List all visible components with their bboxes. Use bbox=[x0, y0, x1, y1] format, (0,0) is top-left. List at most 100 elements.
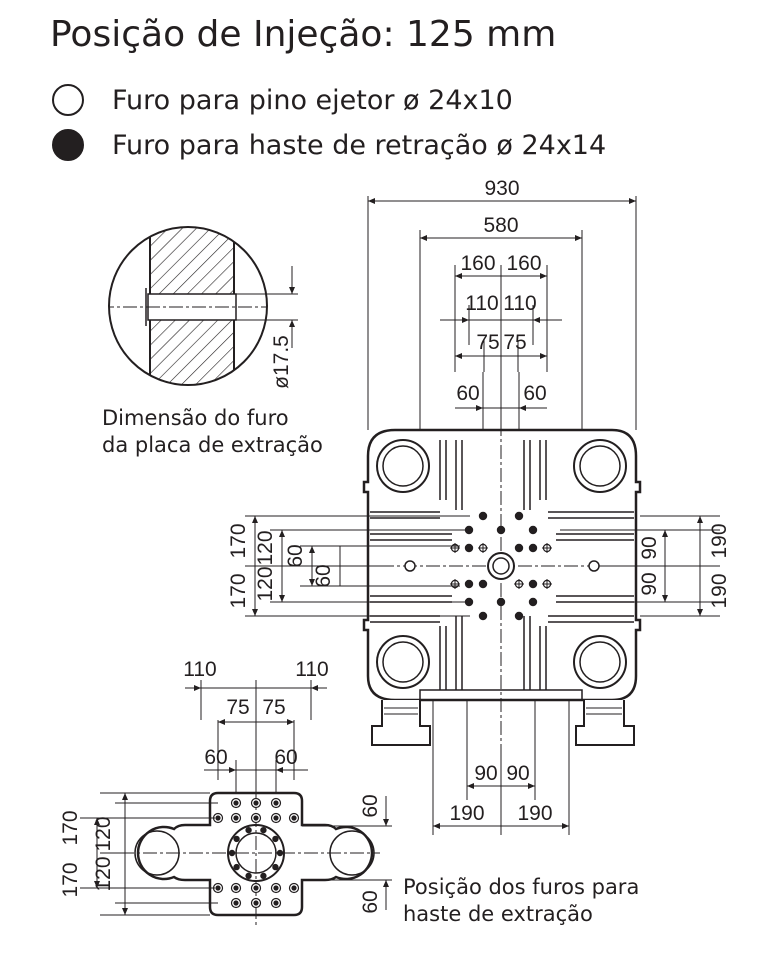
detail-dim-label: ø17.5 bbox=[270, 335, 293, 389]
dim-label-160: 160 bbox=[460, 252, 495, 275]
rod-hole-center bbox=[233, 885, 239, 891]
rod-hole-center bbox=[273, 815, 279, 821]
retraction-hole bbox=[464, 579, 474, 589]
small-plate bbox=[120, 790, 380, 925]
legend-item-retraction-rod: Furo para haste de retração ø 24x14 bbox=[52, 125, 606, 165]
dim-label-60: 60 bbox=[359, 890, 382, 913]
dim-label-75: 75 bbox=[503, 331, 526, 354]
small-hole-pattern bbox=[212, 797, 300, 909]
dim-label-110: 110 bbox=[183, 658, 216, 681]
dim-label-75: 75 bbox=[262, 696, 285, 719]
dim-label-75: 75 bbox=[226, 696, 249, 719]
dim-label-90: 90 bbox=[638, 536, 661, 559]
small-caption-line: haste de extração bbox=[403, 902, 593, 926]
dim-label-160: 160 bbox=[506, 252, 541, 275]
dim-label-170: 170 bbox=[59, 810, 82, 845]
dim-label-60: 60 bbox=[359, 794, 382, 817]
rod-hole-center bbox=[253, 800, 259, 806]
legend-label: Furo para pino ejetor ø 24x10 bbox=[112, 84, 513, 116]
rod-hole-center bbox=[253, 885, 259, 891]
detail-view: ø17.5 bbox=[108, 226, 298, 389]
detail-caption-line: Dimensão do furo bbox=[102, 406, 289, 430]
retraction-hole bbox=[464, 543, 474, 553]
rod-hole-center bbox=[291, 815, 297, 821]
rod-hole-center bbox=[273, 885, 279, 891]
dim-label-170: 170 bbox=[227, 523, 250, 558]
small-caption: Posição dos furos para haste de extração bbox=[403, 874, 639, 928]
rod-hole-center bbox=[253, 815, 259, 821]
page-title: Posição de Injeção: 125 mm bbox=[50, 14, 557, 55]
flange-bolt-hole bbox=[260, 872, 267, 880]
rod-hole-center bbox=[253, 900, 259, 906]
dim-label-90: 90 bbox=[638, 572, 661, 595]
dim-label-120: 120 bbox=[92, 856, 115, 891]
dim-label-60: 60 bbox=[312, 564, 335, 587]
dim-label-190: 190 bbox=[449, 802, 484, 825]
dim-label-120: 120 bbox=[254, 566, 277, 601]
rod-hole-center bbox=[233, 800, 239, 806]
hole-center-mark bbox=[514, 579, 524, 589]
detail-circle bbox=[108, 226, 268, 386]
detail-caption: Dimensão do furo da placa de extração bbox=[102, 405, 323, 459]
dim-label-60: 60 bbox=[274, 746, 297, 769]
flange-bolt-hole bbox=[233, 863, 240, 871]
retraction-hole bbox=[478, 611, 488, 621]
small-dimensions bbox=[80, 680, 392, 916]
hole-center-mark bbox=[542, 579, 552, 589]
rod-hole-center bbox=[233, 900, 239, 906]
hole-center-mark bbox=[450, 543, 460, 553]
dim-label-60: 60 bbox=[284, 544, 307, 567]
dim-label-60: 60 bbox=[523, 382, 546, 405]
hole-center-mark bbox=[542, 543, 552, 553]
hole-center-mark bbox=[450, 579, 460, 589]
retraction-hole bbox=[478, 511, 488, 521]
dim-label-90: 90 bbox=[474, 762, 497, 785]
rod-hole-center bbox=[291, 885, 297, 891]
dim-label-90: 90 bbox=[506, 762, 529, 785]
dim-label-120: 120 bbox=[92, 816, 115, 851]
dim-label-110: 110 bbox=[295, 658, 328, 681]
main-platen bbox=[362, 330, 642, 750]
retraction-hole bbox=[514, 511, 524, 521]
flange-bolt-hole bbox=[272, 835, 279, 843]
flange-bolt-hole bbox=[245, 872, 252, 880]
dim-label-190: 190 bbox=[708, 573, 731, 608]
flange-bolt-hole bbox=[260, 826, 267, 834]
dim-label-110: 110 bbox=[503, 292, 536, 315]
dim-label-120: 120 bbox=[254, 530, 277, 565]
retraction-hole bbox=[528, 525, 538, 535]
dim-label-170: 170 bbox=[59, 862, 82, 897]
legend-item-ejector-pin: Furo para pino ejetor ø 24x10 bbox=[52, 80, 513, 120]
detail-caption-line: da placa de extração bbox=[102, 433, 323, 457]
rod-hole-center bbox=[273, 800, 279, 806]
dim-label-60: 60 bbox=[204, 746, 227, 769]
flange-bolt-hole bbox=[245, 826, 252, 834]
open-circle-icon bbox=[52, 84, 84, 116]
dim-label-190: 190 bbox=[517, 802, 552, 825]
rod-hole-center bbox=[273, 900, 279, 906]
flange-bolt-hole bbox=[272, 863, 279, 871]
retraction-hole bbox=[496, 597, 506, 607]
rod-hole-center bbox=[215, 815, 221, 821]
retraction-hole bbox=[528, 579, 538, 589]
retraction-hole bbox=[514, 611, 524, 621]
flange-bolt-hole bbox=[276, 849, 284, 857]
dim-label-190: 190 bbox=[708, 523, 731, 558]
filled-circle-icon bbox=[52, 129, 84, 161]
main-dimension-labels: 930 580 160 160 110 110 75 75 60 60 170 … bbox=[227, 177, 731, 825]
retraction-hole bbox=[496, 525, 506, 535]
retraction-hole bbox=[514, 543, 524, 553]
small-caption-line: Posição dos furos para bbox=[403, 875, 640, 899]
rod-hole-center bbox=[233, 815, 239, 821]
dim-label-580: 580 bbox=[483, 214, 518, 237]
dim-label-170: 170 bbox=[227, 573, 250, 608]
retraction-hole bbox=[528, 597, 538, 607]
flange-bolt-hole bbox=[233, 835, 240, 843]
dim-label-110: 110 bbox=[465, 292, 498, 315]
dim-label-75: 75 bbox=[476, 331, 499, 354]
retraction-hole bbox=[478, 579, 488, 589]
main-hole-pattern bbox=[450, 511, 552, 621]
dim-label-60: 60 bbox=[456, 382, 479, 405]
flange-bolt-hole bbox=[228, 849, 236, 857]
